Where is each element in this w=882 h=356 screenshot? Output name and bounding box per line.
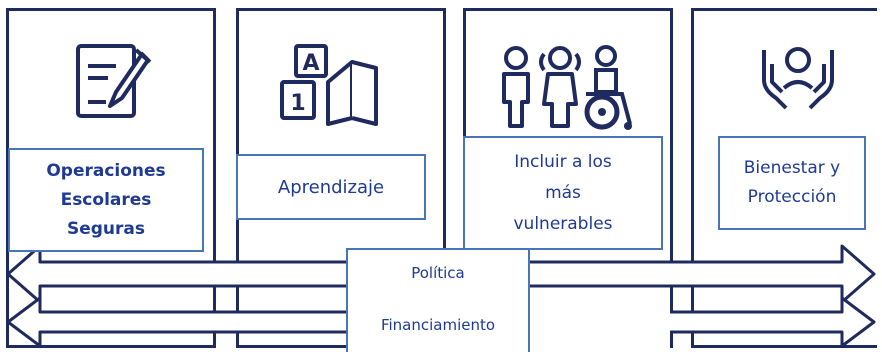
label-learning: Aprendizaje	[277, 176, 385, 198]
label-box-safe-operations: Operaciones Escolares Seguras	[8, 148, 204, 252]
label-box-wellbeing: Bienestar y Protección	[718, 136, 866, 230]
alphabet-blocks-book-icon: A 1	[280, 44, 378, 126]
band-financing: Financiamiento	[350, 310, 526, 340]
svg-text:A: A	[302, 51, 319, 76]
label-box-learning: Aprendizaje	[236, 154, 426, 220]
mask-block	[530, 298, 670, 356]
label-wellbeing: Bienestar y Protección	[743, 158, 841, 207]
band-policy-label: Política	[411, 264, 465, 282]
children-wheelchair-icon	[502, 45, 632, 130]
pen-paper-icon	[76, 44, 152, 118]
label-safe-operations: Operaciones Escolares Seguras	[46, 160, 166, 239]
label-inclusion: Incluir a los más vulnerables	[513, 151, 613, 234]
mask-strip	[530, 350, 830, 356]
label-box-inclusion: Incluir a los más vulnerables	[463, 136, 663, 250]
band-policy: Política	[350, 258, 526, 288]
band-financing-label: Financiamiento	[380, 316, 496, 334]
hands-protecting-person-icon	[762, 47, 834, 110]
svg-text:1: 1	[290, 91, 305, 116]
